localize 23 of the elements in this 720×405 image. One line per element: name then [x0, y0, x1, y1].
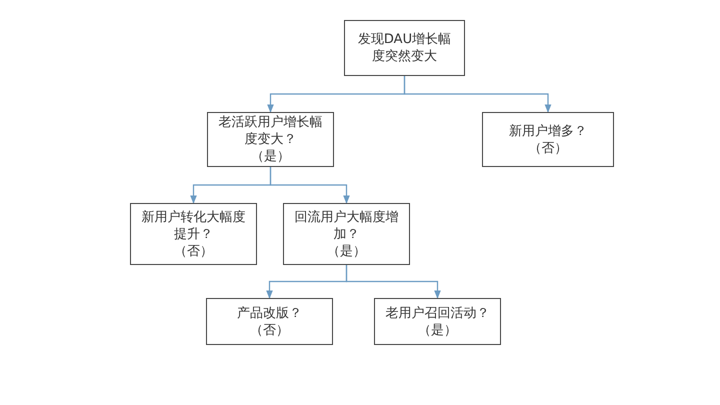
answer-text: （否）: [250, 322, 289, 338]
answer-text: （是）: [251, 148, 290, 165]
process-box: [206, 298, 333, 345]
process-box: [207, 112, 334, 167]
arrow: [346, 265, 441, 299]
node-text: 新用户转化大幅度提升？: [140, 208, 246, 242]
process-box: [374, 298, 501, 345]
node-text: 回流用户大幅度增加？: [294, 208, 400, 242]
answer-text: （否）: [528, 140, 568, 156]
node-text: 老活跃用户增长幅度变大？: [218, 114, 324, 148]
answer-text: （否）: [174, 242, 213, 260]
process-box: [482, 112, 614, 167]
process-box: [283, 203, 410, 265]
arrow: [404, 76, 552, 113]
node-text: 产品改版？: [237, 304, 302, 322]
node-text: 老用户召回活动？: [386, 304, 490, 322]
answer-text: （是）: [327, 242, 366, 260]
node-text: 发现DAU增长幅度突然变大: [356, 31, 452, 65]
process-box: [130, 203, 257, 265]
answer-text: （是）: [418, 322, 457, 338]
node-text: 新用户增多？: [509, 122, 587, 140]
arrow: [270, 167, 350, 204]
process-box: [344, 20, 465, 76]
